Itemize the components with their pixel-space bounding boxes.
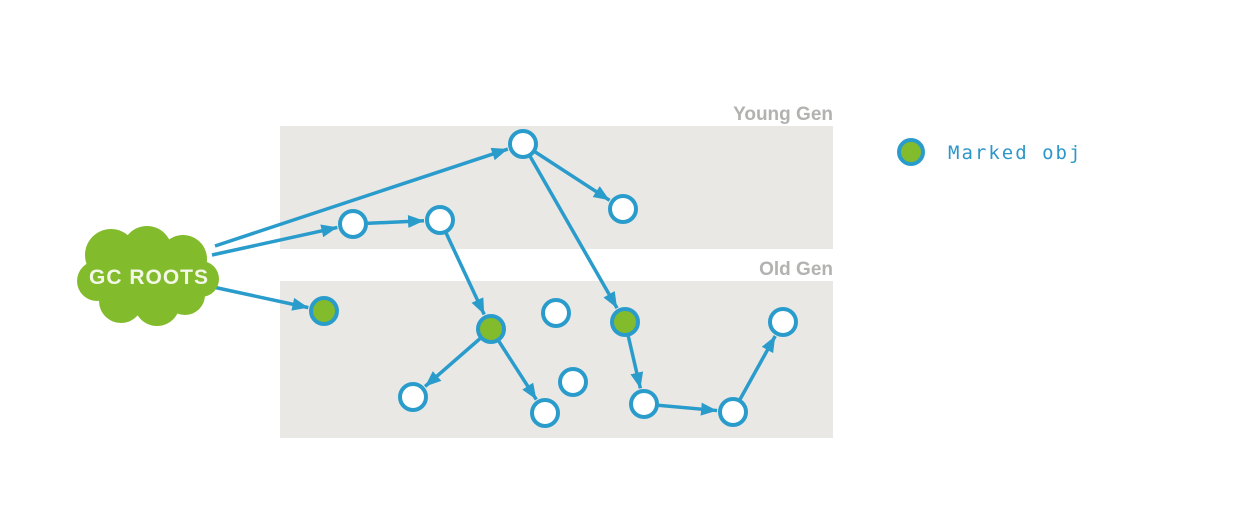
legend: Marked obj [897, 138, 1082, 166]
reference-arrow-root-y1 [214, 147, 509, 248]
object-node [541, 298, 571, 328]
object-node [629, 389, 659, 419]
legend-label: Marked obj [948, 142, 1082, 164]
reference-arrow-y1-o4 [521, 143, 619, 309]
marked-object-node [476, 314, 506, 344]
legend-marked-object-icon [897, 138, 925, 166]
object-node [530, 398, 560, 428]
marked-object-node [309, 296, 339, 326]
object-node [398, 382, 428, 412]
region-label-old-gen: Old Gen [759, 259, 833, 280]
object-node [768, 307, 798, 337]
object-node [508, 129, 538, 159]
object-node [608, 194, 638, 224]
gc-roots-label: GC ROOTS [89, 266, 209, 289]
region-label-young-gen: Young Gen [733, 104, 833, 125]
object-node [338, 209, 368, 239]
cloud-body [91, 245, 207, 309]
reference-arrow-y1-y2 [522, 142, 611, 202]
marked-object-node [610, 307, 640, 337]
reference-arrow-root-o1 [212, 285, 309, 311]
reference-arrow-root-y3 [211, 224, 338, 257]
object-node [558, 367, 588, 397]
object-node [425, 205, 455, 235]
gc-roots-cloud: GC ROOTS [77, 226, 219, 326]
object-node [718, 397, 748, 427]
reference-arrow-y4-o2 [438, 219, 486, 316]
region-young-gen [280, 126, 833, 249]
